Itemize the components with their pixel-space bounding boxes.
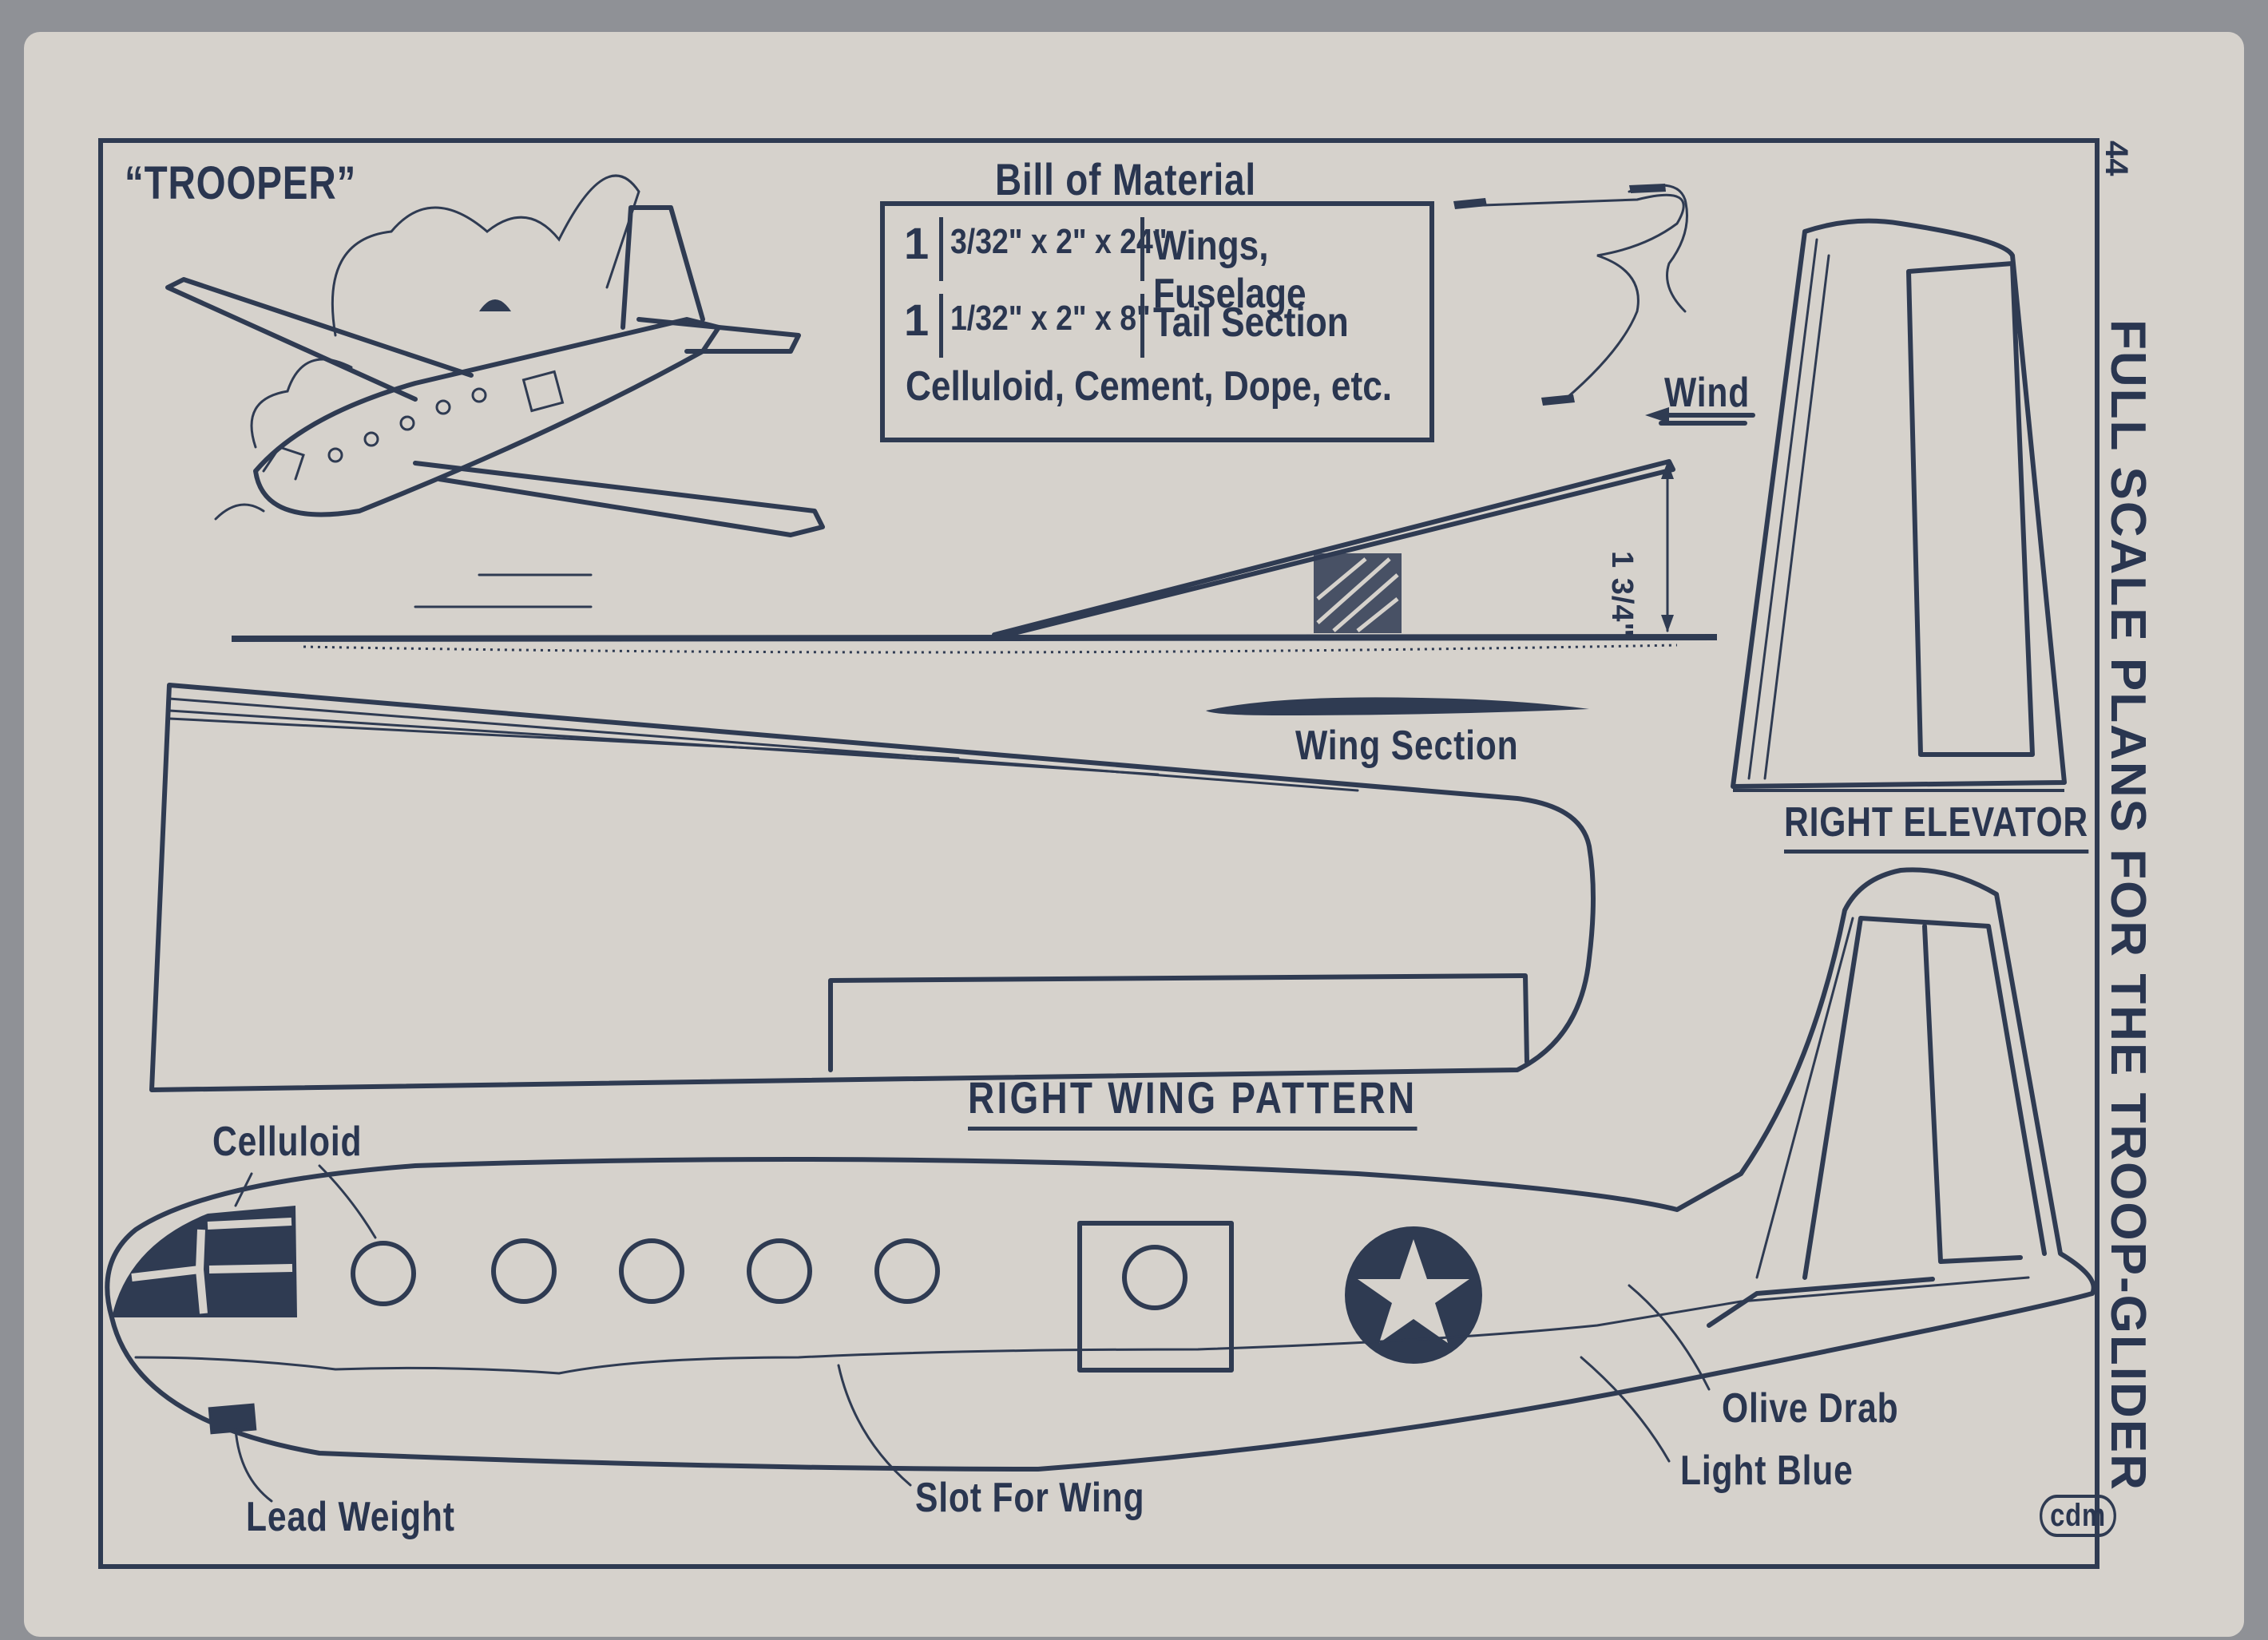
wing-section-label: Wing Section	[1295, 723, 1519, 769]
fuselage-side-view	[105, 867, 2096, 1503]
right-wing-pattern	[149, 683, 1596, 1092]
bill-of-material-table: 1 3/32" x 2" x 24" Wings, Fuselage 1 1/3…	[880, 201, 1434, 442]
flight-path-sketch	[1453, 184, 1755, 426]
slot-for-wing-label: Slot For Wing	[915, 1475, 1145, 1521]
wing-section-airfoil	[1206, 697, 1589, 715]
lead-weight-label: Lead Weight	[246, 1494, 455, 1540]
bom-use: Wings, Fuselage	[1153, 223, 1306, 317]
bom-divider	[1140, 294, 1144, 358]
ramp-height-label: 1 3/4"	[1605, 551, 1639, 638]
bom-row: 1 1/32" x 2" x 8" Tail Section	[885, 287, 1429, 359]
right-elevator-pattern	[1731, 218, 2067, 792]
model-name: “TROOPER”	[125, 157, 357, 209]
bom-divider	[1140, 217, 1144, 281]
celluloid-label: Celluloid	[212, 1119, 363, 1165]
bom-misc: Celluloid, Cement, Dope, etc.	[906, 363, 1393, 410]
side-title: FULL SCALE PLANS FOR THE TROOP-GLIDER	[2100, 319, 2155, 1491]
plan-border	[98, 138, 2099, 1569]
bom-divider	[939, 294, 943, 358]
paper-sheet	[24, 32, 2244, 1637]
olive-drab-label: Olive Drab	[1722, 1385, 1899, 1432]
bom-size: 3/32" x 2" x 24"	[950, 222, 1168, 261]
bom-use: Tail Section	[1153, 299, 1349, 346]
page-number: 44	[2099, 141, 2134, 176]
right-elevator-label: RIGHT ELEVATOR	[1784, 798, 2089, 854]
artist-signature: cdm	[2040, 1495, 2117, 1537]
right-wing-pattern-label: RIGHT WING PATTERN	[968, 1072, 1418, 1131]
launch-ramp	[231, 459, 1718, 654]
trooper-perspective-sketch	[165, 174, 825, 608]
bom-divider	[939, 217, 943, 281]
bom-size: 1/32" x 2" x 8"	[950, 299, 1151, 338]
wind-label: Wind	[1664, 370, 1751, 416]
bom-qty: 1	[904, 218, 930, 268]
light-blue-label: Light Blue	[1680, 1448, 1854, 1494]
bom-title: Bill of Material	[995, 154, 1256, 204]
bom-row: 1 3/32" x 2" x 24" Wings, Fuselage	[885, 211, 1429, 317]
bom-qty: 1	[904, 295, 930, 345]
